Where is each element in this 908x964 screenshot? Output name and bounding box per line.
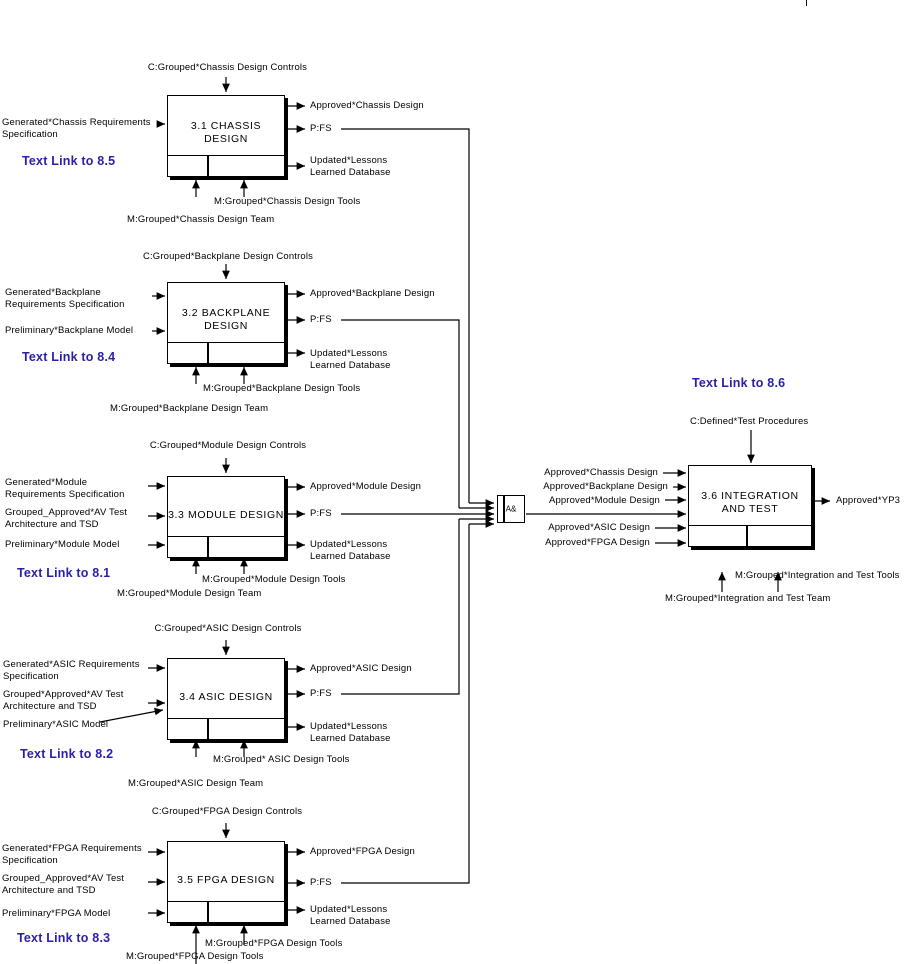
input-label-3-5-2: Preliminary*FPGA Model <box>2 908 111 919</box>
mechanism-label-3-1-0: M:Grouped*Chassis Design Team <box>127 214 275 225</box>
strip-divider <box>207 902 210 922</box>
mechanism-label-3-3-0: M:Grouped*Module Design Team <box>117 588 262 599</box>
mechanism-label-3-4-0: M:Grouped*ASIC Design Team <box>128 778 264 789</box>
output-label-3-3-2: Updated*Lessons Learned Database <box>310 539 391 562</box>
output-label-3-1-1: P:FS <box>310 123 332 134</box>
control-label-3-6: C:Defined*Test Procedures <box>690 416 809 427</box>
strip-divider <box>207 343 210 363</box>
mechanism-label-3-4-1: M:Grouped* ASIC Design Tools <box>213 754 350 765</box>
text-link-8-1[interactable]: Text Link to 8.1 <box>17 566 111 580</box>
junction-label: A& <box>505 504 517 514</box>
mechanism-label-3-5-1: M:Grouped*FPGA Design Tools <box>205 938 343 949</box>
output-label-3-1-0: Approved*Chassis Design <box>310 100 424 111</box>
input-label-3-3-2: Preliminary*Module Model <box>5 539 120 550</box>
and-junction[interactable]: A& <box>497 495 525 523</box>
process-box-3-2[interactable]: 3.2 BACKPLANE DESIGN <box>167 282 285 364</box>
mechanism-label-3-2-1: M:Grouped*Backplane Design Tools <box>203 383 361 394</box>
input-label-3-5-1: Grouped_Approved*AV Test Architecture an… <box>2 873 125 896</box>
mechanism-label-3-5-0: M:Grouped*FPGA Design Tools <box>126 951 264 962</box>
text-link-8-3[interactable]: Text Link to 8.3 <box>17 931 111 945</box>
mechanism-label-3-3-1: M:Grouped*Module Design Tools <box>202 574 346 585</box>
output-label-3-5-1: P:FS <box>310 877 332 888</box>
input-label-3-4-1: Grouped*Approved*AV Test Architecture an… <box>3 689 124 712</box>
input-label-3-4-0: Generated*ASIC Requirements Specificatio… <box>3 659 140 682</box>
output-label-3-2-2: Updated*Lessons Learned Database <box>310 348 391 371</box>
control-label-3-1: C:Grouped*Chassis Design Controls <box>147 62 308 73</box>
input-label-3-3-1: Grouped_Approved*AV Test Architecture an… <box>5 507 128 530</box>
process-title-3-2: 3.2 BACKPLANE DESIGN <box>181 307 271 332</box>
output-label-3-3-0: Approved*Module Design <box>310 481 422 492</box>
strip-divider <box>207 156 210 176</box>
top-edge-mark <box>806 0 807 6</box>
input-label-3-6-4: Approved*FPGA Design <box>545 537 650 548</box>
output-label-3-4-2: Updated*Lessons Learned Database <box>310 721 391 744</box>
input-label-3-2-0: Generated*Backplane Requirements Specifi… <box>5 287 125 310</box>
junction-bar <box>503 496 505 522</box>
control-label-3-4: C:Grouped*ASIC Design Controls <box>154 623 302 634</box>
text-link-8-6[interactable]: Text Link to 8.6 <box>692 376 786 390</box>
output-label-3-3-1: P:FS <box>310 508 332 519</box>
output-label-3-2-1: P:FS <box>310 314 332 325</box>
process-strip-3-4 <box>168 718 284 739</box>
mechanism-label-3-6-1: M:Grouped*Integration and Test Tools <box>735 570 900 581</box>
process-title-3-5: 3.5 FPGA DESIGN <box>177 874 275 886</box>
process-box-3-1[interactable]: 3.1 CHASSIS DESIGN <box>167 95 285 177</box>
process-title-3-3: 3.3 MODULE DESIGN <box>168 509 284 521</box>
control-label-3-3: C:Grouped*Module Design Controls <box>149 440 307 451</box>
control-label-3-5: C:Grouped*FPGA Design Controls <box>151 806 303 817</box>
process-strip-3-5 <box>168 901 284 922</box>
process-box-3-5[interactable]: 3.5 FPGA DESIGN <box>167 841 285 923</box>
input-label-3-3-0: Generated*Module Requirements Specificat… <box>5 477 125 500</box>
strip-divider <box>207 719 210 739</box>
process-strip-3-6 <box>689 525 811 546</box>
process-title-3-6: 3.6 INTEGRATION AND TEST <box>701 490 799 515</box>
input-label-3-5-0: Generated*FPGA Requirements Specificatio… <box>2 843 142 866</box>
process-strip-3-3 <box>168 536 284 557</box>
output-label-3-5-0: Approved*FPGA Design <box>310 846 415 857</box>
control-label-3-2: C:Grouped*Backplane Design Controls <box>142 251 313 262</box>
input-label-3-6-3: Approved*ASIC Design <box>548 522 650 533</box>
text-link-8-4[interactable]: Text Link to 8.4 <box>22 350 116 364</box>
input-label-3-6-1: Approved*Backplane Design <box>543 481 668 492</box>
text-link-8-2[interactable]: Text Link to 8.2 <box>20 747 114 761</box>
mechanism-label-3-2-0: M:Grouped*Backplane Design Team <box>110 403 269 414</box>
input-label-3-6-2: Approved*Module Design <box>548 495 660 506</box>
text-link-8-5[interactable]: Text Link to 8.5 <box>22 154 116 168</box>
strip-divider <box>207 537 210 557</box>
output-label-3-2-0: Approved*Backplane Design <box>310 288 435 299</box>
input-label-3-4-2: Preliminary*ASIC Model <box>3 719 109 730</box>
process-box-3-3[interactable]: 3.3 MODULE DESIGN <box>167 476 285 558</box>
output-label-3-5-2: Updated*Lessons Learned Database <box>310 904 391 927</box>
process-box-3-6[interactable]: 3.6 INTEGRATION AND TEST <box>688 465 812 547</box>
mechanism-label-3-6-0: M:Grouped*Integration and Test Team <box>665 593 831 604</box>
output-label-3-4-1: P:FS <box>310 688 332 699</box>
process-box-3-4[interactable]: 3.4 ASIC DESIGN <box>167 658 285 740</box>
process-title-3-4: 3.4 ASIC DESIGN <box>179 691 273 703</box>
process-strip-3-1 <box>168 155 284 176</box>
process-strip-3-2 <box>168 342 284 363</box>
output-label-3-6-0: Approved*YP3 <box>836 495 901 506</box>
input-label-3-6-0: Approved*Chassis Design <box>544 467 658 478</box>
mechanism-label-3-1-1: M:Grouped*Chassis Design Tools <box>214 196 361 207</box>
output-label-3-4-0: Approved*ASIC Design <box>310 663 412 674</box>
input-label-3-2-1: Preliminary*Backplane Model <box>5 325 134 336</box>
output-label-3-1-2: Updated*Lessons Learned Database <box>310 155 391 178</box>
process-title-3-1: 3.1 CHASSIS DESIGN <box>190 120 262 145</box>
input-label-3-1-0: Generated*Chassis Requirements Specifica… <box>2 117 151 140</box>
strip-divider <box>746 526 748 546</box>
